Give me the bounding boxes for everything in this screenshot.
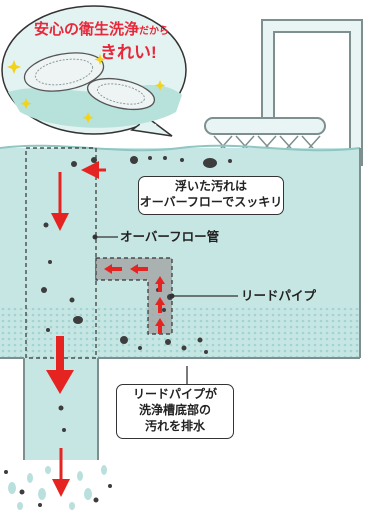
- water-drops: [8, 465, 107, 510]
- lead-pipe-drain-line1: リードパイプが: [132, 387, 217, 401]
- svg-text:安心の衛生洗浄だから: 安心の衛生洗浄だから: [34, 20, 169, 38]
- lead-pipe-drain-callout: リードパイプが 洗浄槽底部の 汚れを排水: [116, 384, 234, 439]
- bubble-text-small: だから: [139, 25, 169, 37]
- top-pipe-structure: [204, 19, 363, 166]
- floating-dirt-line2: オーバーフローでスッキリ: [139, 195, 283, 209]
- floating-dirt-line1: 浮いた汚れは: [174, 179, 247, 193]
- overflow-pipe-label: オーバーフロー管: [120, 229, 220, 244]
- bubble-text-big: きれい!: [100, 43, 157, 62]
- lead-pipe-drain-line2: 洗浄槽底部の: [138, 403, 211, 417]
- speech-bubble: 安心の衛生洗浄だから きれい!: [1, 5, 187, 137]
- lead-pipe: [95, 257, 173, 335]
- sparkle-icons: [7, 54, 166, 124]
- lead-pipe-label: リードパイプ: [241, 288, 317, 303]
- lead-pipe-drain-line3: 汚れを排水: [144, 419, 205, 433]
- leader-lines: [92, 234, 238, 384]
- floating-dirt-callout: 浮いた汚れは オーバーフローでスッキリ: [138, 176, 284, 215]
- bubble-text-main: 安心の衛生洗浄: [34, 20, 139, 38]
- dish-icon: [23, 52, 156, 111]
- flow-arrows: [46, 161, 165, 497]
